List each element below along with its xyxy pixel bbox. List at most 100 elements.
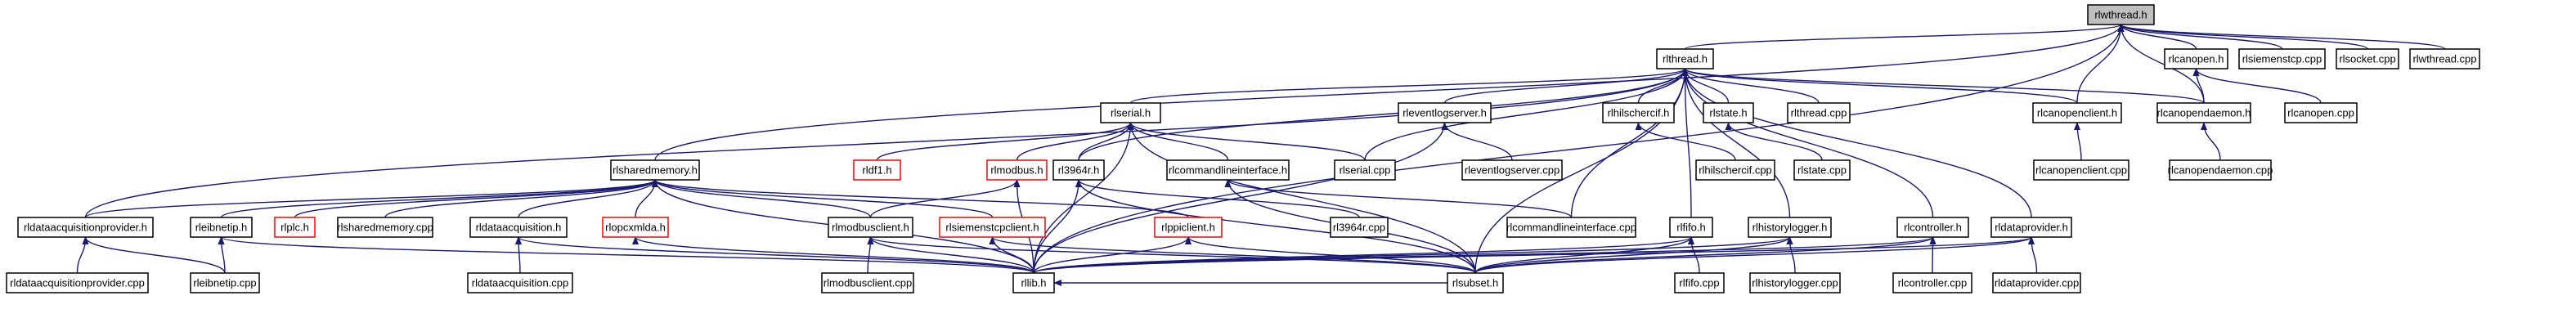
node-rlcanopenclient_cpp[interactable]: rlcanopenclient.cpp [2033, 159, 2129, 181]
node-rldataacquisitionprovider_h[interactable]: rldataacquisitionprovider.h [17, 217, 154, 238]
node-rlwthread_cpp[interactable]: rlwthread.cpp [2409, 48, 2480, 69]
node-rlhistorylogger_h[interactable]: rlhistorylogger.h [1748, 217, 1832, 238]
node-box-rlcontroller_cpp[interactable] [1892, 272, 1972, 293]
node-rlcontroller_h[interactable]: rlcontroller.h [1896, 217, 1969, 238]
node-box-rldataacquisitionprovider_cpp[interactable] [6, 272, 149, 293]
node-rlsiemenstcp_cpp[interactable]: rlsiemenstcp.cpp [2238, 48, 2326, 69]
node-box-rlsharedmemory_cpp[interactable] [337, 217, 433, 238]
node-rlserial_h[interactable]: rlserial.h [1100, 102, 1161, 123]
node-rlthread_cpp[interactable]: rlthread.cpp [1787, 102, 1851, 123]
node-box-rlwthread_cpp[interactable] [2409, 48, 2480, 69]
node-rlppiclient_h[interactable]: rlppiclient.h [1154, 217, 1223, 238]
node-rleibnetip_h[interactable]: rleibnetip.h [190, 217, 253, 238]
node-rlsharedmemory_cpp[interactable]: rlsharedmemory.cpp [337, 217, 433, 238]
node-rlcommandlineinterface_h[interactable]: rlcommandlineinterface.h [1166, 159, 1290, 181]
node-rlcontroller_cpp[interactable]: rlcontroller.cpp [1892, 272, 1972, 293]
node-box-rlcanopendaemon_h[interactable] [2156, 102, 2251, 123]
node-rlsubset_h[interactable]: rlsubset.h [1447, 272, 1504, 293]
node-box-rlthread_h[interactable] [1656, 48, 1714, 69]
node-box-rlcommandlineinterface_cpp[interactable] [1506, 217, 1636, 238]
node-box-rlwthread_h[interactable] [2087, 4, 2155, 25]
node-rlhilschercif_h[interactable]: rlhilschercif.h [1602, 102, 1675, 123]
node-box-rlcanopenclient_cpp[interactable] [2033, 159, 2129, 181]
node-rlwthread_h[interactable]: rlwthread.h [2087, 4, 2155, 25]
node-rlcommandlineinterface_cpp[interactable]: rlcommandlineinterface.cpp [1506, 217, 1636, 238]
node-rldataacquisition_cpp[interactable]: rldataacquisition.cpp [467, 272, 573, 293]
node-rleventlogserver_cpp[interactable]: rleventlogserver.cpp [1461, 159, 1563, 181]
node-rl3964r_h[interactable]: rl3964r.h [1052, 159, 1105, 181]
node-box-rlmodbus_h[interactable] [986, 159, 1048, 181]
node-box-rlhilschercif_cpp[interactable] [1695, 159, 1775, 181]
node-rlstate_cpp[interactable]: rlstate.cpp [1793, 159, 1851, 181]
node-box-rlsocket_cpp[interactable] [2336, 48, 2399, 69]
node-box-rldataacquisitionprovider_h[interactable] [17, 217, 154, 238]
node-box-rlcontroller_h[interactable] [1896, 217, 1969, 238]
node-rlmodbus_h[interactable]: rlmodbus.h [986, 159, 1048, 181]
node-box-rlsiemenstcpclient_h[interactable] [939, 217, 1046, 238]
node-box-rl3964r_cpp[interactable] [1330, 217, 1389, 238]
node-box-rlcommandlineinterface_h[interactable] [1166, 159, 1290, 181]
node-box-rlcanopendaemon_cpp[interactable] [2169, 159, 2272, 181]
node-box-rleibnetip_h[interactable] [190, 217, 253, 238]
node-rlserial_cpp[interactable]: rlserial.cpp [1334, 159, 1396, 181]
node-box-rlfifo_cpp[interactable] [1674, 272, 1725, 293]
node-box-rlstate_cpp[interactable] [1793, 159, 1851, 181]
node-box-rldataprovider_h[interactable] [1990, 217, 2072, 238]
node-box-rlmodbusclient_h[interactable] [828, 217, 913, 238]
node-box-rlhilschercif_h[interactable] [1602, 102, 1675, 123]
node-box-rlhistorylogger_cpp[interactable] [1749, 272, 1841, 293]
node-rlfifo_h[interactable]: rlfifo.h [1669, 217, 1713, 238]
node-rlsocket_cpp[interactable]: rlsocket.cpp [2336, 48, 2399, 69]
node-box-rlserial_h[interactable] [1100, 102, 1161, 123]
node-rlfifo_cpp[interactable]: rlfifo.cpp [1674, 272, 1725, 293]
node-box-rlcanopenclient_h[interactable] [2032, 102, 2122, 123]
node-box-rleventlogserver_cpp[interactable] [1461, 159, 1563, 181]
node-rlsharedmemory_h[interactable]: rlsharedmemory.h [610, 159, 700, 181]
node-box-rlcanopen_h[interactable] [2164, 48, 2228, 69]
node-box-rldf1_h[interactable] [853, 159, 901, 181]
node-rl3964r_cpp[interactable]: rl3964r.cpp [1330, 217, 1389, 238]
node-box-rleibnetip_cpp[interactable] [190, 272, 260, 293]
node-rleibnetip_cpp[interactable]: rleibnetip.cpp [190, 272, 260, 293]
node-box-rlsubset_h[interactable] [1447, 272, 1504, 293]
node-rlsiemenstcpclient_h[interactable]: rlsiemenstcpclient.h [939, 217, 1046, 238]
node-rldataacquisition_h[interactable]: rldataacquisition.h [469, 217, 568, 238]
node-box-rldataacquisition_h[interactable] [469, 217, 568, 238]
node-rlcanopenclient_h[interactable]: rlcanopenclient.h [2032, 102, 2122, 123]
node-rlopcxmlda_h[interactable]: rlopcxmlda.h [602, 217, 669, 238]
node-box-rldataprovider_cpp[interactable] [1992, 272, 2081, 293]
node-rleventlogserver_h[interactable]: rleventlogserver.h [1398, 102, 1492, 123]
node-box-rlsharedmemory_h[interactable] [610, 159, 700, 181]
node-box-rlcanopen_cpp[interactable] [2284, 102, 2358, 123]
node-box-rlplc_h[interactable] [274, 217, 316, 238]
node-rlmodbusclient_cpp[interactable]: rlmodbusclient.cpp [821, 272, 914, 293]
node-rlcanopen_cpp[interactable]: rlcanopen.cpp [2284, 102, 2358, 123]
node-rlhistorylogger_cpp[interactable]: rlhistorylogger.cpp [1749, 272, 1841, 293]
node-rldf1_h[interactable]: rldf1.h [853, 159, 901, 181]
node-rlthread_h[interactable]: rlthread.h [1656, 48, 1714, 69]
node-rldataacquisitionprovider_cpp[interactable]: rldataacquisitionprovider.cpp [6, 272, 149, 293]
node-rlmodbusclient_h[interactable]: rlmodbusclient.h [828, 217, 913, 238]
node-box-rlserial_cpp[interactable] [1334, 159, 1396, 181]
node-box-rlhistorylogger_h[interactable] [1748, 217, 1832, 238]
node-rlcanopendaemon_cpp[interactable]: rlcanopendaemon.cpp [2168, 159, 2273, 181]
node-rldataprovider_h[interactable]: rldataprovider.h [1990, 217, 2072, 238]
node-box-rlthread_cpp[interactable] [1787, 102, 1851, 123]
node-box-rllib_h[interactable] [1012, 272, 1055, 293]
node-rldataprovider_cpp[interactable]: rldataprovider.cpp [1992, 272, 2081, 293]
node-box-rlfifo_h[interactable] [1669, 217, 1713, 238]
node-rllib_h[interactable]: rllib.h [1012, 272, 1055, 293]
node-box-rleventlogserver_h[interactable] [1398, 102, 1492, 123]
node-box-rlopcxmlda_h[interactable] [602, 217, 669, 238]
node-box-rlsiemenstcp_cpp[interactable] [2238, 48, 2326, 69]
node-box-rlstate_h[interactable] [1703, 102, 1754, 123]
node-rlcanopendaemon_h[interactable]: rlcanopendaemon.h [2156, 102, 2251, 123]
node-rlhilschercif_cpp[interactable]: rlhilschercif.cpp [1695, 159, 1775, 181]
node-box-rl3964r_h[interactable] [1052, 159, 1105, 181]
node-rlcanopen_h[interactable]: rlcanopen.h [2164, 48, 2228, 69]
node-rlplc_h[interactable]: rlplc.h [274, 217, 316, 238]
node-box-rldataacquisition_cpp[interactable] [467, 272, 573, 293]
node-rlstate_h[interactable]: rlstate.h [1703, 102, 1754, 123]
node-box-rlmodbusclient_cpp[interactable] [821, 272, 914, 293]
node-box-rlppiclient_h[interactable] [1154, 217, 1223, 238]
